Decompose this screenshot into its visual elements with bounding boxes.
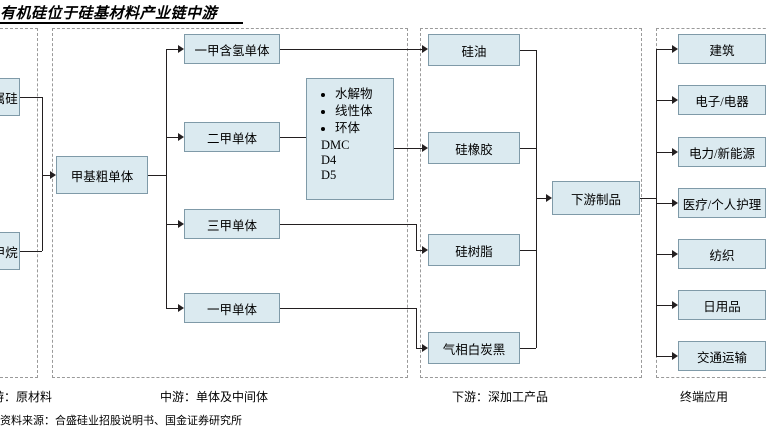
node-application-textile[interactable]: 纺织 [678, 239, 766, 269]
connector-to-monomer-1 [166, 49, 178, 50]
connector-monomer-bus [166, 49, 167, 309]
intermediate-item: 水解物 [335, 87, 383, 102]
intermediate-item: 线性体 [335, 104, 383, 119]
intermediate-code: D4 [321, 153, 337, 167]
node-application-construction[interactable]: 建筑 [678, 34, 766, 64]
stage-divider-upstream [0, 28, 38, 378]
node-application-daily-goods[interactable]: 日用品 [678, 290, 766, 320]
stage-label-midstream: 中游：单体及中间体 [160, 390, 269, 404]
intermediate-item: 环体 [335, 121, 383, 136]
node-silicone-rubber[interactable]: 硅橡胶 [428, 132, 520, 164]
node-application-electronics[interactable]: 电子/电器 [678, 85, 766, 115]
connector-silica-vertical [416, 308, 417, 348]
node-application-power-newenergy[interactable]: 电力/新能源 [678, 137, 766, 167]
connector-app-3 [656, 152, 672, 153]
connector-to-monomer-4 [166, 308, 178, 309]
intermediate-code: DMC [321, 138, 350, 152]
arrow-app-7 [672, 352, 678, 360]
node-monomer-trimethyl[interactable]: 三甲单体 [184, 209, 280, 239]
node-downstream-products-hub[interactable]: 下游制品 [552, 181, 640, 215]
arrow-app-2 [672, 96, 678, 104]
arrow-app-3 [672, 148, 678, 156]
connector-app-5 [656, 254, 672, 255]
connector-resin-in [416, 250, 422, 251]
intermediate-code: D5 [321, 168, 337, 182]
connector-hub-out [148, 175, 166, 176]
connector-apps-bus [656, 49, 657, 356]
node-silicone-oil[interactable]: 硅油 [428, 34, 520, 66]
connector-resin-vertical [416, 224, 417, 250]
connector-hub-to-apps [640, 198, 656, 199]
connector-monomer2-to-intermediates [280, 137, 306, 138]
node-monomer-dimethyl[interactable]: 二甲单体 [184, 122, 280, 152]
node-monomer-monomethyl[interactable]: 一甲单体 [184, 293, 280, 323]
connector-silica-out [520, 348, 536, 349]
arrow-app-6 [672, 301, 678, 309]
connector-metal-si-to-hub [20, 97, 42, 98]
connector-monomer3-to-resin [280, 224, 416, 225]
stage-label-upstream: 上游：原材料 [0, 390, 53, 404]
arrow-monomer-2 [178, 133, 184, 141]
arrow-silicone-rubber [422, 144, 428, 152]
connector-intermediates-to-rubber [394, 148, 422, 149]
connector-app-1 [656, 49, 672, 50]
connector-oil-out [520, 50, 536, 51]
node-monomer-methyl-hydrogen[interactable]: 一甲含氢单体 [184, 34, 280, 64]
node-metal-silicon[interactable]: 金属硅 [0, 78, 20, 116]
connector-app-4 [656, 203, 672, 204]
title-underline [0, 22, 243, 24]
node-fumed-silica[interactable]: 气相白炭黑 [428, 332, 520, 364]
connector-app-7 [656, 356, 672, 357]
connector-to-downstream-hub [536, 198, 546, 199]
arrow-silica [422, 344, 428, 352]
connector-app-6 [656, 305, 672, 306]
page-title: 有机硅位于硅基材料产业链中游 [0, 6, 218, 22]
node-application-transportation[interactable]: 交通运输 [678, 341, 766, 371]
connector-upstream-vertical [42, 97, 43, 251]
arrow-silicone-oil [422, 45, 428, 53]
intermediates-bullet-list: 水解物 线性体 环体 [321, 87, 383, 136]
arrow-monomer-1 [178, 45, 184, 53]
stage-label-downstream: 下游：深加工产品 [452, 390, 549, 404]
arrow-downstream-hub [546, 194, 552, 202]
connector-monomer4-to-silica [280, 308, 416, 309]
connector-rubber-out [520, 148, 536, 149]
node-chloromethane[interactable]: 氯甲烷 [0, 232, 20, 270]
node-silicone-resin[interactable]: 硅树脂 [428, 234, 520, 266]
stage-divider-downstream [420, 28, 642, 378]
node-intermediates[interactable]: 水解物 线性体 环体 DMC D4 D5 [306, 78, 394, 200]
stage-label-applications: 终端应用 [680, 390, 729, 404]
stage-divider-midstream [52, 28, 408, 378]
arrow-silicone-resin [422, 246, 428, 254]
arrow-app-4 [672, 199, 678, 207]
connector-hub-feed [42, 175, 50, 176]
arrow-monomer-3 [178, 220, 184, 228]
connector-resin-out [520, 250, 536, 251]
connector-chloromethane-to-hub [20, 251, 42, 252]
source-note: 资料来源：合盛硅业招股说明书、国金证券研究所 [0, 415, 242, 427]
connector-monomer1-to-silicone-oil [280, 49, 422, 50]
arrow-app-1 [672, 45, 678, 53]
arrow-monomer-4 [178, 304, 184, 312]
node-methyl-crude-monomer[interactable]: 甲基粗单体 [56, 156, 148, 194]
connector-products-bus [536, 50, 537, 348]
arrow-to-hub [50, 171, 56, 179]
connector-to-monomer-3 [166, 224, 178, 225]
connector-silica-in [416, 348, 422, 349]
node-application-medical-personalcare[interactable]: 医疗/个人护理 [678, 188, 766, 218]
connector-app-2 [656, 100, 672, 101]
connector-to-monomer-2 [166, 137, 178, 138]
arrow-app-5 [672, 250, 678, 258]
